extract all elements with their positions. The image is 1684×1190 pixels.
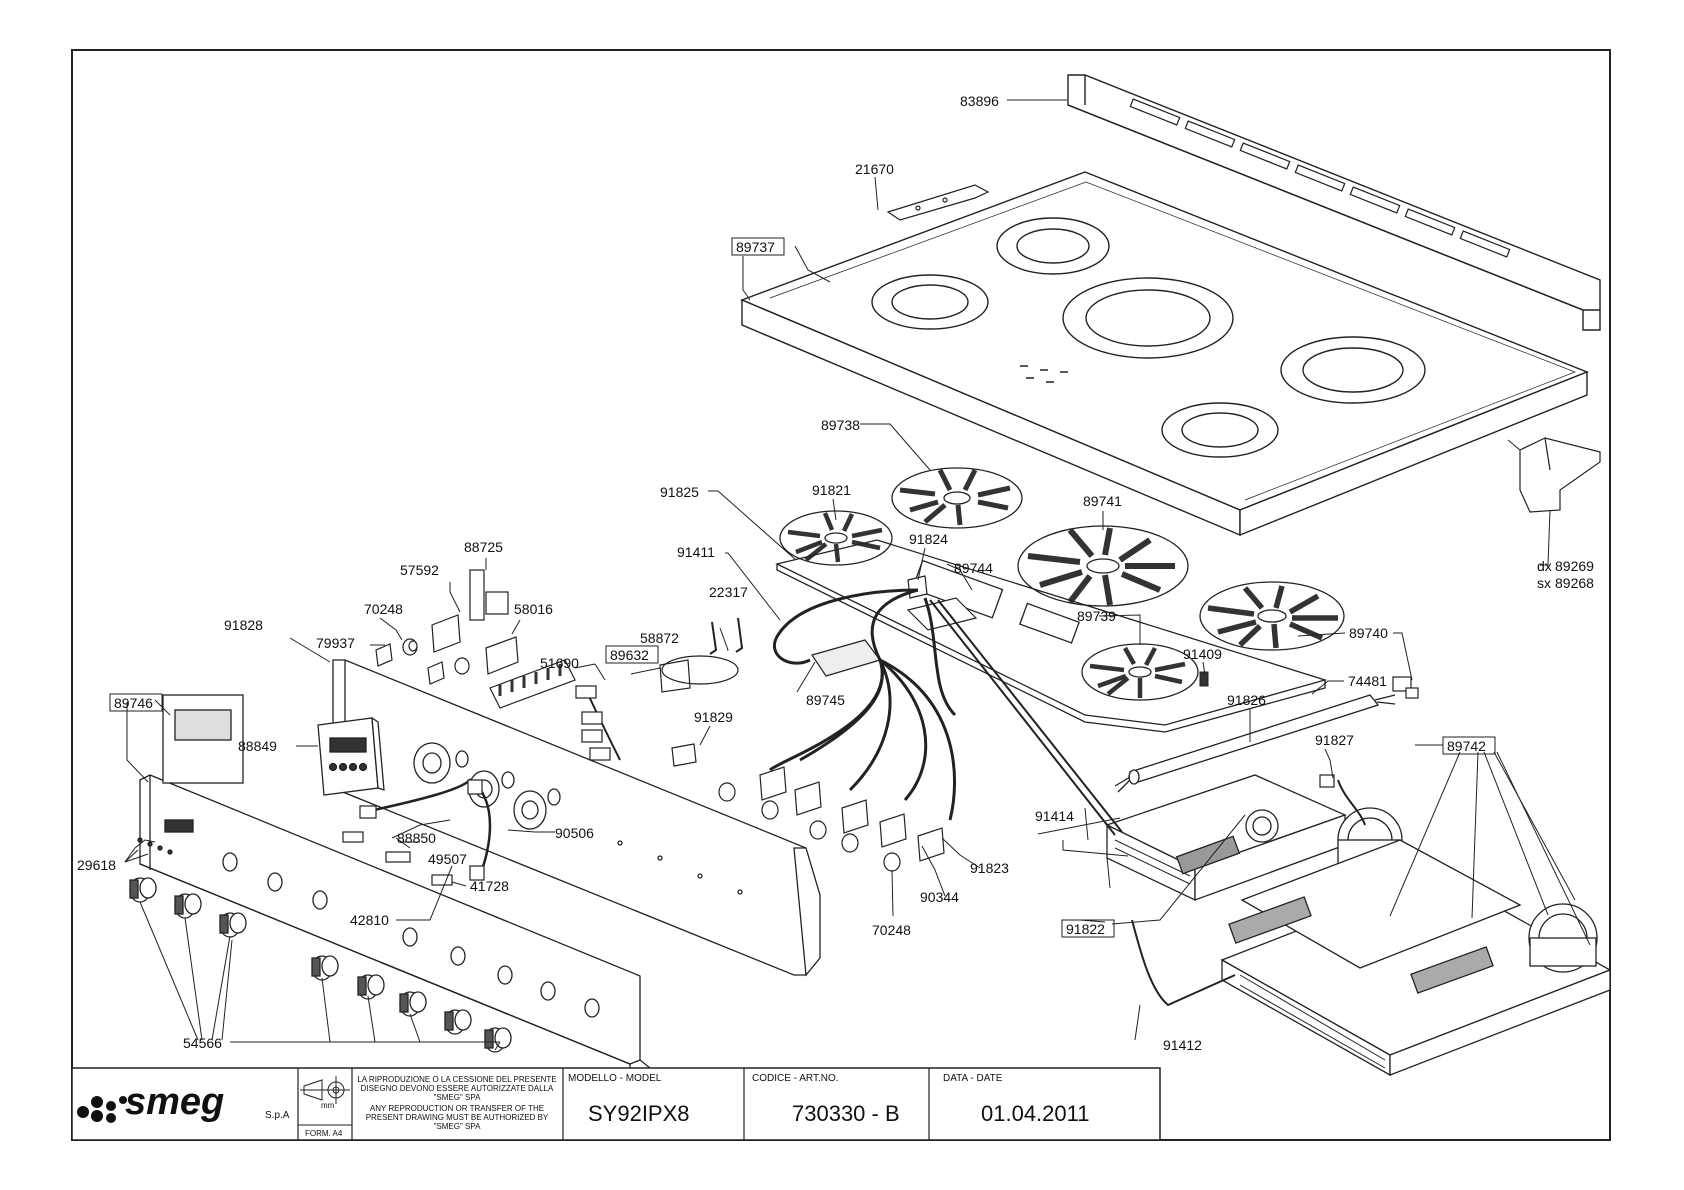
smeg-logo: smeg S.p.A bbox=[77, 1081, 290, 1123]
label-dx: dx bbox=[1537, 558, 1552, 574]
control-panel-91828 bbox=[332, 659, 821, 977]
label-89269: 89269 bbox=[1555, 558, 1594, 574]
label-89738: 89738 bbox=[821, 417, 860, 433]
label-89742: 89742 bbox=[1447, 738, 1486, 754]
label-91825: 91825 bbox=[660, 484, 699, 500]
label-70248-bottom: 70248 bbox=[872, 922, 911, 938]
label-90344: 90344 bbox=[920, 889, 959, 905]
code-header: CODICE - ART.NO. bbox=[752, 1073, 839, 1084]
label-88850: 88850 bbox=[397, 830, 436, 846]
side-bracket bbox=[1519, 437, 1601, 513]
model-value: SY92IPX8 bbox=[588, 1101, 690, 1126]
label-91824: 91824 bbox=[909, 531, 948, 547]
label-89632: 89632 bbox=[610, 647, 649, 663]
label-22317: 22317 bbox=[709, 584, 748, 600]
label-91414: 91414 bbox=[1035, 808, 1074, 824]
label-91409: 91409 bbox=[1183, 646, 1222, 662]
label-41728: 41728 bbox=[470, 878, 509, 894]
label-89741: 89741 bbox=[1083, 493, 1122, 509]
label-70248-top: 70248 bbox=[364, 601, 403, 617]
label-91411: 91411 bbox=[677, 544, 715, 560]
format-label: FORM. A4 bbox=[305, 1129, 343, 1138]
date-value: 01.04.2011 bbox=[981, 1101, 1089, 1126]
brand-suffix: S.p.A bbox=[265, 1110, 290, 1121]
control-knobs-54566 bbox=[129, 877, 512, 1053]
unit-label: mm bbox=[321, 1101, 335, 1110]
date-header: DATA - DATE bbox=[943, 1073, 1003, 1084]
label-89268: 89268 bbox=[1555, 575, 1594, 591]
coil-support-plate bbox=[775, 539, 1328, 733]
notice-en-1: ANY REPRODUCTION OR TRANSFER OF THE bbox=[370, 1104, 544, 1113]
generator-board-89742 bbox=[1220, 839, 1612, 1077]
label-79937: 79937 bbox=[316, 635, 355, 651]
notice-en-3: "SMEG" SPA bbox=[434, 1122, 482, 1131]
label-88849: 88849 bbox=[238, 738, 277, 754]
leader-lines bbox=[124, 99, 1591, 1051]
label-54566: 54566 bbox=[183, 1035, 222, 1051]
label-91828: 91828 bbox=[224, 617, 263, 633]
label-83896: 83896 bbox=[960, 93, 999, 109]
bolt-91409 bbox=[1199, 671, 1209, 687]
induction-coils bbox=[779, 467, 1345, 701]
notice-it-2: DISEGNO DEVONO ESSERE AUTORIZZATE DALLA bbox=[361, 1084, 554, 1093]
label-88725: 88725 bbox=[464, 539, 503, 555]
part-labels: 83896 21670 89737 89738 91821 91825 9182… bbox=[77, 93, 1594, 1053]
label-boxes bbox=[109, 237, 1496, 938]
label-91822: 91822 bbox=[1066, 921, 1105, 937]
label-sx: sx bbox=[1537, 575, 1551, 591]
hob-glass-top bbox=[740, 171, 1589, 537]
label-58016: 58016 bbox=[514, 601, 553, 617]
ferrite-tube-91826 bbox=[1114, 694, 1396, 793]
clip-74481 bbox=[1392, 676, 1419, 699]
label-51690: 51690 bbox=[540, 655, 579, 671]
label-91829: 91829 bbox=[694, 709, 733, 725]
label-89746: 89746 bbox=[114, 695, 153, 711]
label-29618: 29618 bbox=[77, 857, 116, 873]
notice-en-2: PRESENT DRAWING MUST BE AUTHORIZED BY bbox=[366, 1113, 549, 1122]
label-58872: 58872 bbox=[640, 630, 679, 646]
label-89737: 89737 bbox=[736, 239, 775, 255]
front-fascia-89746 bbox=[137, 694, 652, 1076]
title-block: smeg S.p.A mm FORM. A4 LA RIPRODUZIONE O… bbox=[71, 1067, 1161, 1141]
label-91823: 91823 bbox=[970, 860, 1009, 876]
label-89744: 89744 bbox=[954, 560, 993, 576]
label-90506: 90506 bbox=[555, 825, 594, 841]
model-header: MODELLO - MODEL bbox=[568, 1073, 662, 1084]
label-49507: 49507 bbox=[428, 851, 467, 867]
rear-vent-strip bbox=[1067, 74, 1601, 331]
label-91826: 91826 bbox=[1227, 692, 1266, 708]
label-91821: 91821 bbox=[812, 482, 851, 498]
label-74481: 74481 bbox=[1348, 673, 1387, 689]
bracket-21670 bbox=[886, 184, 990, 221]
harness-connectors bbox=[342, 685, 1335, 886]
notice-it-1: LA RIPRODUZIONE O LA CESSIONE DEL PRESEN… bbox=[357, 1075, 556, 1084]
label-89745: 89745 bbox=[806, 692, 845, 708]
notice-it-3: "SMEG" SPA bbox=[434, 1093, 482, 1102]
brand-name: smeg bbox=[125, 1081, 224, 1123]
code-value: 730330 - B bbox=[792, 1101, 900, 1126]
label-91827: 91827 bbox=[1315, 732, 1354, 748]
label-57592: 57592 bbox=[400, 562, 439, 578]
label-42810: 42810 bbox=[350, 912, 389, 928]
label-89740: 89740 bbox=[1349, 625, 1388, 641]
projection-symbol bbox=[300, 1076, 350, 1104]
timer-88849 bbox=[317, 716, 385, 796]
label-91412: 91412 bbox=[1163, 1037, 1202, 1053]
label-21670: 21670 bbox=[855, 161, 894, 177]
label-89739: 89739 bbox=[1077, 608, 1116, 624]
